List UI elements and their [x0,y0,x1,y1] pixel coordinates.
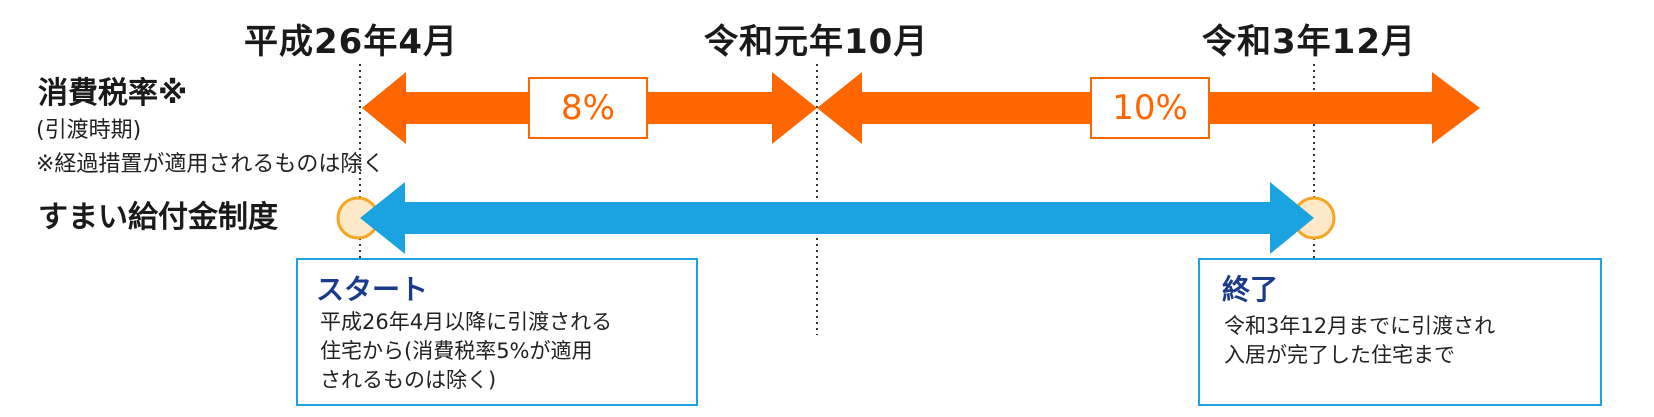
start-info-box: スタート 平成26年4月以降に引渡される 住宅から(消費税率5%が適用 されるも… [296,258,698,406]
transitional-note: ※経過措置が適用されるものは除く [36,152,385,177]
consumption-tax-title: 消費税率※ [38,76,188,111]
date-label-r1-10: 令和元年10月 [704,22,929,62]
end-info-box: 終了 令和3年12月までに引渡され 入居が完了した住宅まで [1198,258,1602,406]
grant-system-title: すまい給付金制度 [38,200,278,235]
rate-box-8: 8% [528,77,648,139]
end-title: 終了 [1222,273,1279,306]
date-label-r3-12: 令和3年12月 [1202,22,1416,62]
delivery-period-label: (引渡時期) [36,118,142,143]
start-title: スタート [316,273,429,306]
start-text: 平成26年4月以降に引渡される 住宅から(消費税率5%が適用 されるものは除く) [320,310,613,392]
rate-box-10: 10% [1090,77,1210,139]
end-text: 令和3年12月までに引渡され 入居が完了した住宅まで [1224,314,1496,367]
grant-arrow [360,182,1314,254]
date-label-h26-4: 平成26年4月 [244,22,458,62]
